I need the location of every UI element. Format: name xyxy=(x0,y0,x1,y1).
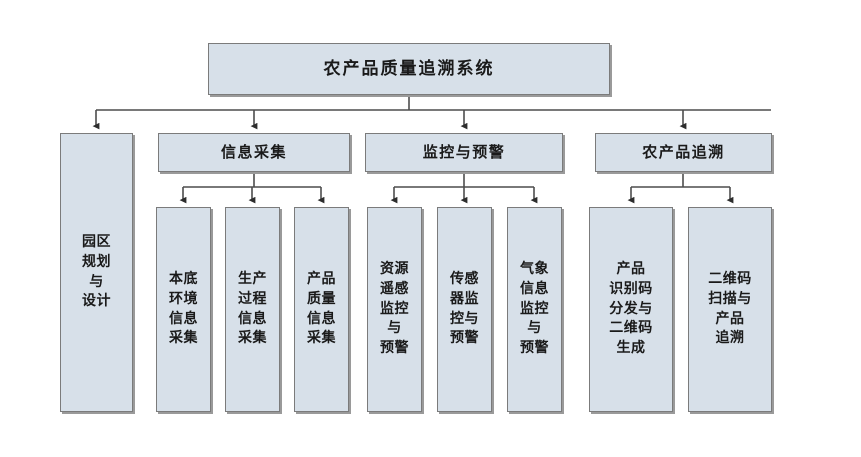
branch-node-product-traceability[interactable]: 农产品追溯 xyxy=(595,133,772,172)
branch-node-label: 监控与预警 xyxy=(422,142,506,161)
root-node-label: 农产品质量追溯系统 xyxy=(323,58,495,79)
node-park-planning-design[interactable]: 园区 规划 与 设计 xyxy=(60,133,133,412)
branch2-connectors xyxy=(390,172,538,204)
branch-node-information-collection[interactable]: 信息采集 xyxy=(158,133,350,172)
leaf-node-label: 产品 识别码 分发与 二维码 生成 xyxy=(609,260,653,357)
branch1-connectors xyxy=(179,172,325,204)
branch-node-monitoring-warning[interactable]: 监控与预警 xyxy=(365,133,563,172)
leaf-node-baseline-environment-info[interactable]: 本底 环境 信息 采集 xyxy=(156,207,211,412)
leaf-node-label: 产品 质量 信息 采集 xyxy=(307,270,336,347)
leaf-node-label: 二维码 扫描与 产品 追溯 xyxy=(708,270,752,347)
branch3-connectors xyxy=(627,172,734,204)
leaf-node-label: 传感 器监 控与 预警 xyxy=(450,270,479,347)
leaf-node-weather-info-monitoring[interactable]: 气象 信息 监控 与 预警 xyxy=(507,207,562,412)
root-node-quality-traceability-system[interactable]: 农产品质量追溯系统 xyxy=(208,43,610,95)
branch-node-label: 信息采集 xyxy=(220,142,287,161)
leaf-node-resource-remote-sensing[interactable]: 资源 遥感 监控 与 预警 xyxy=(367,207,422,412)
leaf-node-label: 生产 过程 信息 采集 xyxy=(238,270,267,347)
leaf-node-sensor-monitoring[interactable]: 传感 器监 控与 预警 xyxy=(437,207,492,412)
trunk-connectors xyxy=(92,95,771,130)
leaf-node-product-quality-info[interactable]: 产品 质量 信息 采集 xyxy=(294,207,349,412)
leaf-node-qrcode-scan-traceability[interactable]: 二维码 扫描与 产品 追溯 xyxy=(688,207,772,412)
leaf-node-product-id-qrcode-generation[interactable]: 产品 识别码 分发与 二维码 生成 xyxy=(589,207,673,412)
aside-node-label: 园区 规划 与 设计 xyxy=(82,233,111,310)
leaf-node-production-process-info[interactable]: 生产 过程 信息 采集 xyxy=(225,207,280,412)
leaf-node-label: 资源 遥感 监控 与 预警 xyxy=(380,260,409,357)
branch-node-label: 农产品追溯 xyxy=(642,142,725,161)
leaf-node-label: 本底 环境 信息 采集 xyxy=(169,270,198,347)
leaf-node-label: 气象 信息 监控 与 预警 xyxy=(520,260,549,357)
